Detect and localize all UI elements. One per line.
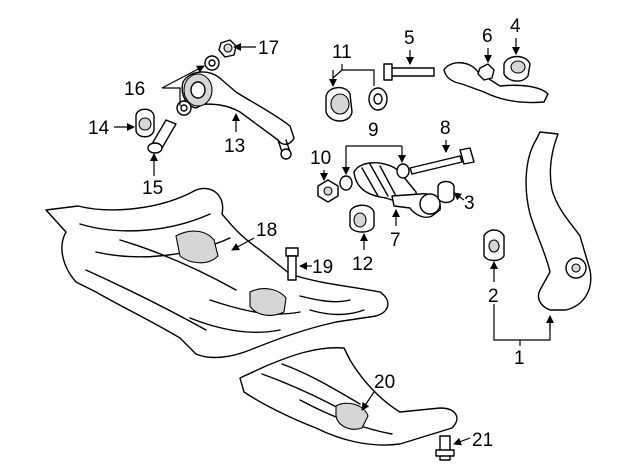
nut-17 [218,39,237,58]
callout-12: 12 [352,254,373,275]
ball-joint-7 [391,193,441,218]
callout-10: 10 [310,148,331,169]
bushing-3 [437,180,455,204]
callout-6: 6 [482,26,493,47]
upper-control-arm-left [181,71,295,160]
bushing-14 [135,108,155,138]
callout-9: 9 [368,120,379,141]
callout-17: 17 [258,38,279,59]
callout-4: 4 [510,16,521,37]
callout-19: 19 [312,257,333,278]
callout-5: 5 [404,28,415,49]
callout-11: 11 [332,42,352,63]
bolt-15 [147,119,177,154]
callout-21: 21 [472,430,493,451]
callout-1: 1 [514,348,525,369]
callout-7: 7 [390,230,401,251]
lower-control-arm [339,162,418,206]
nut-10 [317,179,339,203]
bolt-21 [435,435,455,461]
leader-lines [114,38,554,446]
callout-2: 2 [488,286,499,307]
callout-3: 3 [464,193,475,214]
bolt-5 [383,63,435,81]
bushing-11 [325,87,388,122]
bolt-19 [285,247,299,281]
front-subframe [45,187,389,359]
steering-knuckle [525,131,592,311]
callout-8: 8 [440,118,451,139]
callout-14: 14 [88,118,110,139]
callout-16: 16 [124,79,145,100]
bushing-12 [349,204,375,233]
callout-15: 15 [142,178,163,199]
upper-control-arm-right [443,55,549,104]
crossmember [239,347,458,446]
bushing-2 [483,229,505,262]
callout-18: 18 [256,220,277,241]
callout-13: 13 [224,136,245,157]
washer-top [204,55,220,71]
callout-labels: 17 16 14 13 15 11 5 6 4 9 8 10 3 7 12 18… [88,16,525,451]
bushing-16-upper [176,100,192,116]
bolt-8 [409,147,475,175]
callout-20: 20 [374,372,395,393]
